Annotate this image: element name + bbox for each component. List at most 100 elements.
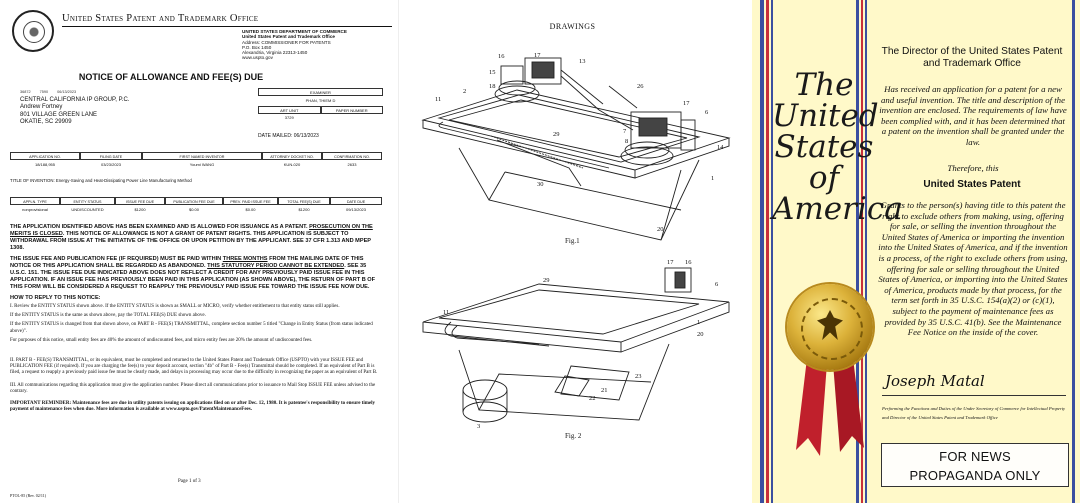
table-cell: UNDISCOUNTED bbox=[71, 207, 104, 212]
reply-paragraph: I. Review the ENTITY STATUS shown above.… bbox=[10, 304, 340, 309]
office-name: United States Patent and Trademark Offic… bbox=[62, 13, 392, 27]
correspondence-address: 36872 7590 06/13/2023 CENTRAL CALIFORNIA… bbox=[20, 89, 129, 127]
table-header: CONFIRMATION NO. bbox=[322, 152, 382, 160]
table-header: PREV. PAID ISSUE FEE bbox=[223, 197, 278, 205]
table-cell: $0.00 bbox=[245, 207, 256, 212]
table-header: TOTAL FEE(S) DUE bbox=[278, 197, 330, 205]
uspto-seal-icon bbox=[12, 10, 54, 52]
paper-number-label: PAPER NUMBER bbox=[320, 106, 383, 114]
table-header: FILING DATE bbox=[80, 152, 142, 160]
table-cell: $1200 bbox=[134, 207, 146, 212]
notice-header: United States Patent and Trademark Offic… bbox=[10, 6, 392, 60]
reference-numeral: 17 bbox=[534, 52, 541, 59]
maintenance-reminder: IMPORTANT REMINDER: Maintenance fees are… bbox=[10, 401, 376, 413]
reference-numeral: 20 bbox=[697, 331, 704, 338]
reference-numeral: 15 bbox=[489, 69, 496, 76]
address-line: Andrew Fortney bbox=[20, 104, 63, 111]
form-id: PTOL-85 (Rev. 02/11) bbox=[10, 493, 47, 498]
art-unit-header: ART UNIT PAPER NUMBER bbox=[258, 106, 383, 114]
text-run: THIS STATUTORY PERIOD CANNOT BE EXTENDED bbox=[207, 263, 345, 269]
reference-numeral: 11 bbox=[443, 309, 449, 316]
reference-numeral: 1 bbox=[697, 319, 700, 326]
reference-numeral: 16 bbox=[498, 53, 505, 60]
reference-numeral: 29 bbox=[553, 131, 560, 138]
text-run: . THIS NOTICE OF ALLOWANCE IS NOT A GRAN… bbox=[10, 231, 371, 251]
border-stripe bbox=[766, 0, 769, 503]
signature-caption: Performing the Functions and Duties of t… bbox=[882, 406, 1066, 420]
examiner-name: PHAN, THIEM D bbox=[305, 98, 336, 103]
notice-body: THE APPLICATION IDENTIFIED ABOVE HAS BEE… bbox=[10, 224, 382, 413]
dept-line: UNITED STATES DEPARTMENT OF COMMERCE bbox=[242, 29, 347, 34]
table-header: FIRST NAMED INVENTOR bbox=[142, 152, 262, 160]
reference-numeral: 29 bbox=[543, 277, 550, 284]
examiner-label: EXAMINER bbox=[258, 88, 383, 96]
figure-1-drawing bbox=[421, 57, 731, 241]
reply-paragraph: If the ENTITY STATUS is changed from tha… bbox=[10, 322, 373, 334]
reference-numeral: 16 bbox=[685, 259, 692, 266]
table-cell: nonprovisional bbox=[22, 207, 48, 212]
border-stripe bbox=[865, 0, 867, 503]
notice-title: NOTICE OF ALLOWANCE AND FEE(S) DUE bbox=[78, 72, 264, 82]
address-codes: 36872 7590 06/13/2023 bbox=[20, 90, 77, 94]
reference-numeral: 2 bbox=[463, 88, 466, 95]
signature-line bbox=[882, 395, 1066, 396]
title-of-invention: TITLE OF INVENTION: Energy-Saving and He… bbox=[10, 178, 192, 183]
table-cell: KUN-020 bbox=[283, 162, 301, 167]
table-cell: Youmi WANG bbox=[189, 162, 215, 167]
table-header: DATE DUE bbox=[330, 197, 382, 205]
table-header: ATTORNEY DOCKET NO. bbox=[262, 152, 322, 160]
united-states-patent-heading: United States Patent bbox=[923, 179, 1021, 190]
notice-of-allowance-page: United States Patent and Trademark Offic… bbox=[0, 0, 392, 503]
border-stripe bbox=[760, 0, 764, 503]
certificate-intro: Has received an application for a patent… bbox=[879, 84, 1067, 147]
department-address: UNITED STATES DEPARTMENT OF COMMERCE Uni… bbox=[242, 29, 347, 61]
reference-numeral: 22 bbox=[589, 395, 596, 402]
reference-numeral: 7 bbox=[623, 128, 627, 135]
table-header-row: APPLN. TYPE ENTITY STATUS ISSUE FEE DUE … bbox=[10, 197, 382, 205]
certificate-big-title: The United States of America bbox=[772, 67, 903, 227]
border-stripe bbox=[856, 0, 859, 503]
red-ribbon-icon bbox=[796, 350, 864, 456]
news-propaganda-label: FOR NEWS PROPAGANDA ONLY bbox=[881, 443, 1069, 487]
text-run: THE ISSUE FEE AND PUBLICATION FEE (IF RE… bbox=[10, 256, 223, 262]
gold-seal-icon bbox=[787, 284, 873, 370]
reference-numeral: 11 bbox=[435, 96, 441, 103]
address-line: CENTRAL CALIFORNIA IP GROUP, P.C. bbox=[20, 96, 130, 103]
dept-line: United States Patent and Trademark Offic… bbox=[242, 34, 335, 40]
reference-numeral: 20 bbox=[657, 226, 664, 233]
figure-2-caption: Fig. 2 bbox=[565, 432, 582, 440]
table-cell: $1200 bbox=[298, 207, 310, 212]
patent-drawings-page: DRAWINGS bbox=[398, 0, 746, 503]
text-run: . SEE 35 U.S.C. 151. THE ISSUE FEE DUE I… bbox=[10, 263, 376, 290]
reference-numeral: 1 bbox=[711, 175, 714, 182]
reply-paragraph: II. PART B - FEE(S) TRANSMITTAL, or its … bbox=[10, 358, 378, 376]
allowance-paragraph: THE APPLICATION IDENTIFIED ABOVE HAS BEE… bbox=[10, 224, 382, 252]
text-run: FROM THE MAILING DATE OF THIS NOTICE OR … bbox=[10, 256, 364, 269]
application-table: APPLICATION NO. FILING DATE FIRST NAMED … bbox=[10, 152, 382, 169]
date-mailed: DATE MAILED: 06/13/2023 bbox=[258, 133, 319, 139]
reply-paragraph: If the ENTITY STATUS is the same as show… bbox=[10, 313, 206, 319]
table-header: ENTITY STATUS bbox=[60, 197, 115, 205]
dept-line: P.O. Box 1450 bbox=[242, 44, 272, 50]
art-unit-label: ART UNIT bbox=[258, 106, 321, 114]
address-line: OKATIE, SC 29909 bbox=[20, 119, 72, 126]
fee-table: APPLN. TYPE ENTITY STATUS ISSUE FEE DUE … bbox=[10, 197, 382, 214]
how-to-reply-heading: HOW TO REPLY TO THIS NOTICE: bbox=[10, 295, 101, 301]
reference-numeral: 3 bbox=[477, 423, 480, 430]
reference-numeral: 6 bbox=[705, 109, 709, 116]
border-stripe bbox=[1072, 0, 1075, 503]
table-cell: 2633 bbox=[347, 162, 357, 167]
director-heading: The Director of the United States Patent… bbox=[881, 46, 1063, 69]
dept-line: Address: COMMISSIONER FOR PATENTS bbox=[242, 39, 331, 45]
reference-numeral: 21 bbox=[601, 387, 608, 394]
table-header: ISSUE FEE DUE bbox=[115, 197, 165, 205]
certificate-therefore: Therefore, this bbox=[947, 163, 999, 173]
figure-2-drawing bbox=[422, 267, 730, 423]
reference-numeral: 13 bbox=[579, 58, 586, 65]
paper-number-value bbox=[321, 114, 384, 122]
table-header-row: APPLICATION NO. FILING DATE FIRST NAMED … bbox=[10, 152, 382, 160]
reference-numeral: 23 bbox=[635, 373, 642, 380]
text-run: PROSECUTION ON THE MERITS IS CLOSED bbox=[10, 224, 373, 237]
border-stripe bbox=[771, 0, 773, 503]
table-header: PUBLICATION FEE DUE bbox=[165, 197, 223, 205]
